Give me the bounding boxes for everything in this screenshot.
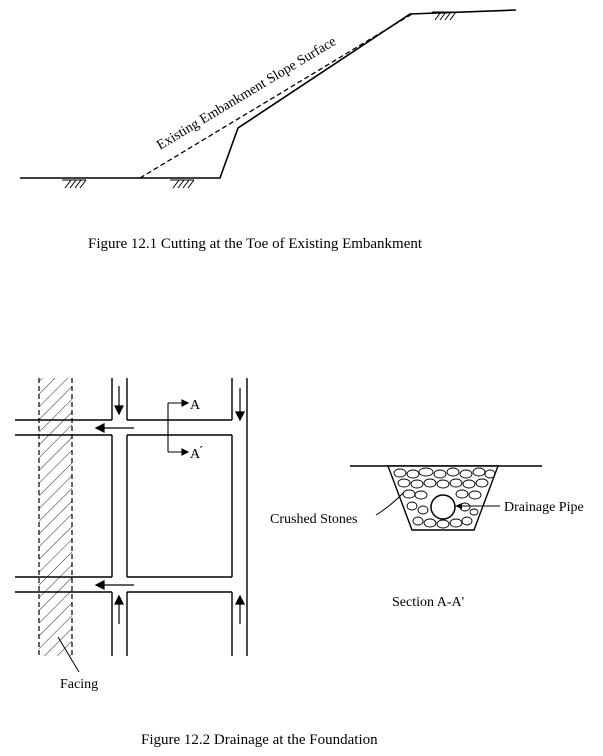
section-title: Section A-A' <box>392 595 464 610</box>
facing-label: Facing <box>60 677 98 692</box>
figure-12-2-caption: Figure 12.2 Drainage at the Foundation <box>141 732 378 748</box>
section-marker-a: A <box>190 398 201 413</box>
figure-12-1-caption: Figure 12.1 Cutting at the Toe of Existi… <box>88 236 423 252</box>
crushed-stones-leader <box>375 491 405 516</box>
drainage-pipe-label: Drainage Pipe <box>504 500 584 515</box>
existing-slope-line <box>139 13 413 179</box>
figure-12-2: A A ́ Facing <box>15 378 584 748</box>
crushed-stones-label: Crushed Stones <box>270 512 358 527</box>
drainage-pipe-arrowhead <box>455 503 462 509</box>
ground-profile <box>20 9 517 179</box>
drainage-pipe <box>430 494 456 520</box>
facing-leader <box>57 636 80 673</box>
slope-label: Existing Embankment Slope Surface <box>154 34 339 153</box>
ground-hatch-symbols <box>62 11 457 189</box>
facing-strip <box>38 378 73 656</box>
flow-arrows <box>94 386 245 624</box>
section-a-a <box>350 465 542 531</box>
section-marker-a-prime: A ́ <box>190 445 203 462</box>
figure-12-1: Existing Embankment Slope Surface Figure… <box>20 9 517 252</box>
crushed-stones <box>393 467 496 529</box>
section-marker <box>167 399 190 456</box>
